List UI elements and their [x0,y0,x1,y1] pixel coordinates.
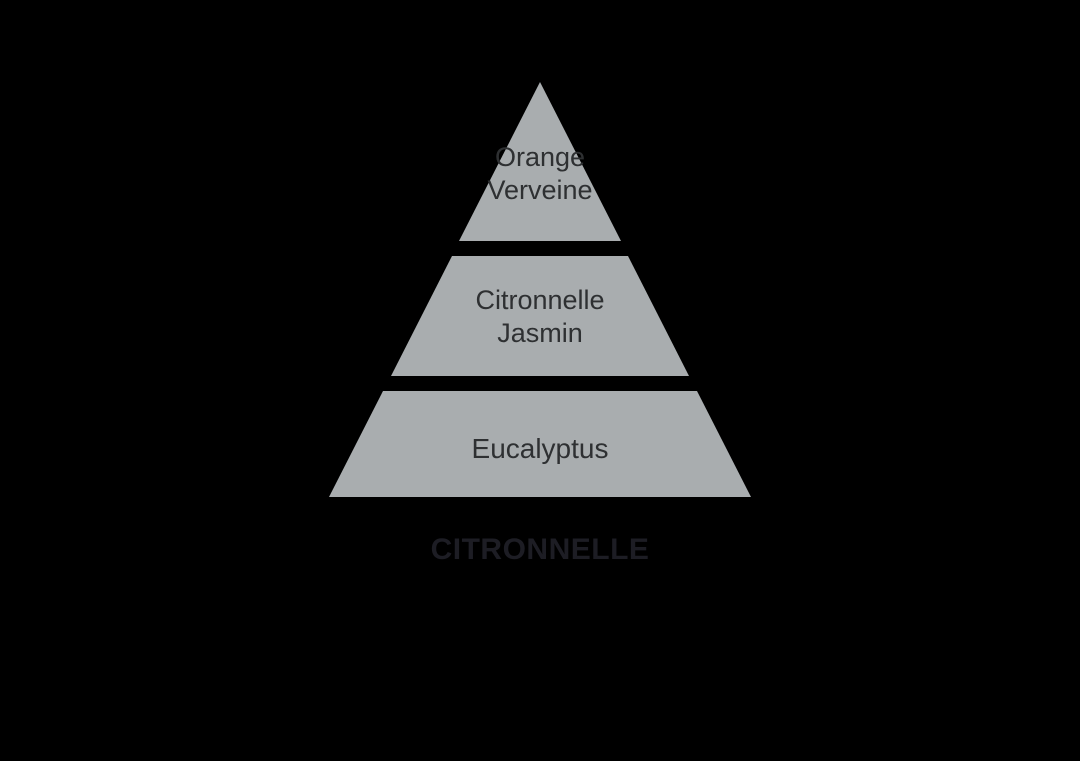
diagram-title: CITRONNELLE [431,533,650,566]
heart-notes-label-line-1: Citronnelle [475,285,604,315]
pyramid-tier-bottom [329,391,751,497]
base-notes-label: Eucalyptus [472,433,609,464]
top-notes-label-line-1: Orange [495,142,585,172]
heart-notes-label-line-2: Jasmin [497,318,583,348]
pyramid-tier-top [459,82,621,241]
pyramid-tier-middle [391,256,689,376]
top-notes-label-line-2: Verveine [487,175,592,205]
